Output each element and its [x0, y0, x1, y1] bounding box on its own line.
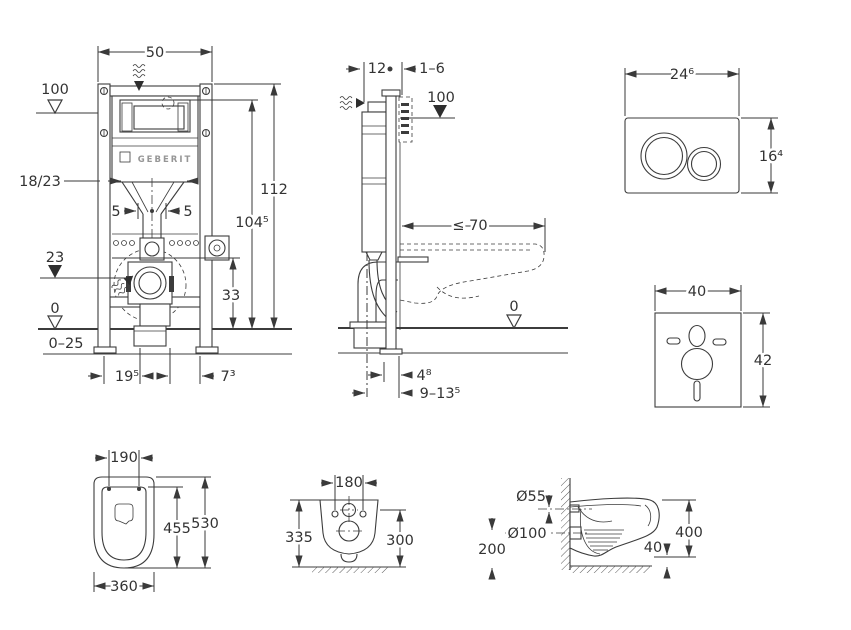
- pan-outline: [319, 499, 379, 555]
- flush-inlet: [114, 503, 134, 525]
- flush-bend: [121, 178, 185, 262]
- pan-outline-dashed: [399, 243, 545, 304]
- pan-top-view: 190 455 530 360: [93, 450, 221, 598]
- pan-profile: [569, 497, 660, 557]
- dim-floor-gap: 40: [644, 540, 662, 556]
- mounting-bolt: [397, 256, 429, 263]
- dim-frame-width: 50: [146, 45, 164, 61]
- dim-bend-range: 9–13⁵: [420, 386, 461, 402]
- dim-rim-height: 400: [675, 525, 703, 541]
- dim-total-height: 112: [260, 182, 288, 198]
- level-marker-open: [505, 314, 523, 330]
- dim-foot: 19⁵: [115, 369, 139, 385]
- dim-pipe-right: 5: [183, 204, 192, 220]
- rail-profile: [379, 89, 429, 355]
- sound-wave-icon: [339, 96, 365, 110]
- water-supply-connection: [204, 235, 230, 261]
- wall-hatch: [561, 478, 570, 570]
- frame-side-view: 12 1–6 100 ≤ 70 0 4⁸ 9–13⁵: [338, 61, 568, 402]
- dim-upper-height: 104⁵: [235, 215, 269, 231]
- dim-outlet-height: 200: [478, 542, 506, 558]
- level-marker-open: [46, 99, 64, 115]
- dim-hole-spacing: 180: [335, 475, 363, 491]
- dim-bend-height: 33: [222, 288, 240, 304]
- plate-center-mark: [161, 96, 175, 110]
- pan-outline: [93, 476, 155, 569]
- dim-length: 530: [191, 516, 219, 532]
- dim-pad-width: 40: [688, 284, 706, 300]
- dim-trap-level: 23: [46, 250, 64, 266]
- dim-corner: 7³: [220, 369, 235, 385]
- dim-meter-level: 100: [427, 90, 455, 106]
- flush-plate-view: 24⁶ 16⁴: [624, 65, 786, 194]
- geberit-logo-box: [119, 151, 131, 163]
- level-marker-open: [46, 315, 64, 331]
- pan-rear-view: 180 335 300: [283, 475, 416, 573]
- outlet-bend: [126, 261, 174, 347]
- dim-max-depth: ≤ 70: [452, 218, 487, 234]
- level-marker-filled: [433, 105, 447, 118]
- frame-front-dimensions: 50 100 18/23 5 5 23 0 0–25 33: [19, 43, 290, 386]
- water-hatch: [584, 529, 624, 551]
- dim-outlet-diameter: Ø100: [507, 526, 546, 542]
- pan-top-dimensions: 190 455 530 360: [93, 450, 221, 598]
- dim-right-height: 300: [386, 533, 414, 549]
- dim-zero-level: 0: [50, 301, 59, 317]
- dim-flush-offsets: 18/23: [19, 174, 61, 190]
- dim-zero-level: 0: [509, 299, 518, 315]
- pan-side-dimensions: Ø55 Ø100 200 40 400: [478, 489, 705, 580]
- level-marker-filled: [48, 265, 62, 278]
- inlet-socket: [569, 504, 580, 513]
- dim-bend-offset: 4⁸: [416, 368, 431, 384]
- geberit-logo: GEBERIT: [138, 155, 193, 165]
- dim-left-height: 335: [285, 530, 313, 546]
- cistern: GEBERIT: [111, 95, 199, 235]
- dim-plate-width: 24⁶: [670, 67, 694, 83]
- dim-width: 360: [110, 579, 138, 595]
- small-flush-button: [686, 146, 722, 182]
- cistern-profile: [361, 101, 387, 261]
- sound-pad-view: 40 42: [654, 282, 775, 408]
- dim-inlet-diameter: Ø55: [516, 489, 546, 505]
- dim-bowl-length: 455: [163, 521, 191, 537]
- sound-wave-icon: [132, 64, 146, 91]
- dim-rail-depth: 12: [368, 61, 386, 77]
- fixing-holes: [113, 240, 199, 246]
- big-flush-button: [640, 132, 688, 180]
- frame-side-dimensions: 12 1–6 100 ≤ 70 0 4⁸ 9–13⁵: [346, 61, 546, 402]
- pan-side-view: Ø55 Ø100 200 40 400: [478, 478, 705, 580]
- pan-rear-dimensions: 180 335 300: [283, 475, 416, 567]
- sound-pad: [654, 312, 742, 408]
- floor-hatch: [570, 566, 650, 573]
- dim-floor-buildup: 0–25: [49, 336, 84, 352]
- dim-pad-height: 42: [754, 353, 772, 369]
- dim-pipe-left: 5: [111, 204, 120, 220]
- dim-wall-gap: 1–6: [419, 61, 445, 77]
- dim-plate-height: 16⁴: [759, 149, 783, 165]
- ground-hatch: [312, 567, 388, 573]
- drain-bend: [349, 261, 398, 349]
- frame-front-view: GEBERIT: [19, 43, 292, 386]
- sound-pad-dimensions: 40 42: [654, 282, 775, 408]
- flush-plate-dimensions: 24⁶ 16⁴: [624, 65, 786, 194]
- dim-hole-spacing: 190: [110, 450, 138, 466]
- dim-meter-level: 100: [41, 82, 69, 98]
